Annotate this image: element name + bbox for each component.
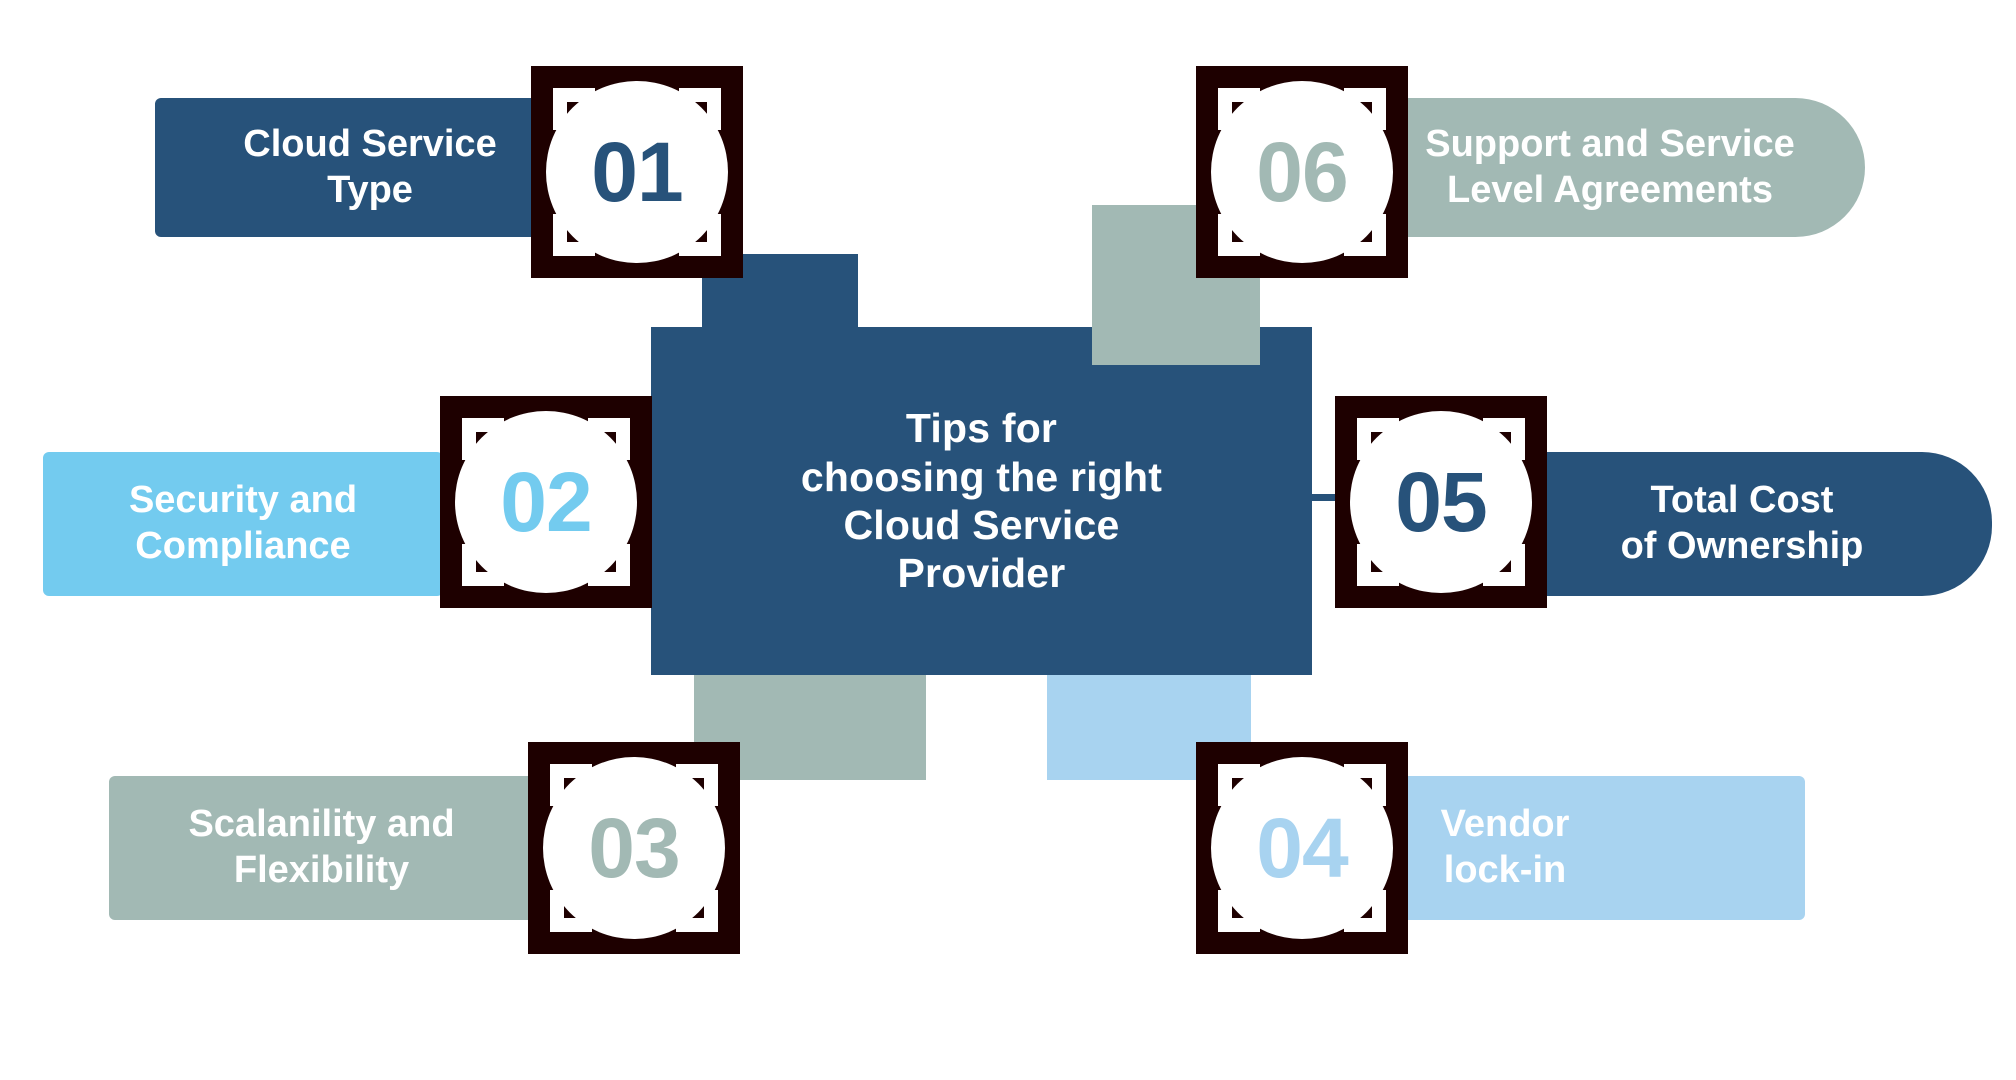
badge-number-06: 06 [1211,81,1393,263]
item-badge-04[interactable]: 04 [1196,742,1408,954]
item-label-03-line-1: Scalanility and [188,803,455,846]
item-label-03[interactable]: Scalanility and Flexibility [109,776,534,920]
item-label-05-line-2: of Ownership [1620,525,1864,567]
hub-title-line-1: Tips for [905,405,1058,452]
item-label-02-line-2: Compliance [135,525,351,567]
item-label-02-line-1: Security and [128,479,358,522]
badge-number-05: 05 [1350,411,1532,593]
badge-number-02: 02 [455,411,637,593]
item-label-06-text: Support and Service Level Agreements [1355,122,1865,213]
hub-title-line-3: Cloud Service [843,502,1120,548]
badge-number-03: 03 [543,757,725,939]
item-badge-02[interactable]: 02 [440,396,652,608]
item-label-01[interactable]: Cloud Service Type [155,98,585,237]
hub-title-line-2: choosing the right [800,453,1163,500]
connector-line-05 [1270,494,1380,501]
item-label-01-line-2: Type [327,168,413,211]
item-label-04-line-1: Vendor [1440,803,1570,846]
item-badge-06[interactable]: 06 [1196,66,1408,278]
item-label-06-line-1: Support and Service [1425,122,1795,165]
badge-number-01: 01 [546,81,728,263]
item-label-03-line-2: Flexibility [233,849,410,891]
hub-title-line-4: Provider [897,550,1066,597]
center-hub: Tips for choosing the right Cloud Servic… [651,327,1312,675]
item-label-01-text: Cloud Service Type [155,122,585,213]
hub-title: Tips for choosing the right Cloud Servic… [651,327,1312,675]
item-badge-05[interactable]: 05 [1335,396,1547,608]
item-label-04-text: Vendor lock-in [1205,802,1805,893]
item-badge-03[interactable]: 03 [528,742,740,954]
item-label-04-line-2: lock-in [1443,849,1567,891]
item-label-05-text: Total Cost of Ownership [1492,478,1992,569]
item-label-01-line-1: Cloud Service [243,122,497,165]
item-label-03-text: Scalanility and Flexibility [109,802,534,893]
item-label-02[interactable]: Security and Compliance [43,452,443,596]
item-label-02-text: Security and Compliance [43,478,443,569]
item-label-05[interactable]: Total Cost of Ownership [1492,452,1992,596]
item-label-06-line-2: Level Agreements [1447,168,1773,211]
item-label-05-line-1: Total Cost [1650,479,1834,522]
item-label-06[interactable]: Support and Service Level Agreements [1355,98,1865,237]
badge-number-04: 04 [1211,757,1393,939]
item-badge-01[interactable]: 01 [531,66,743,278]
